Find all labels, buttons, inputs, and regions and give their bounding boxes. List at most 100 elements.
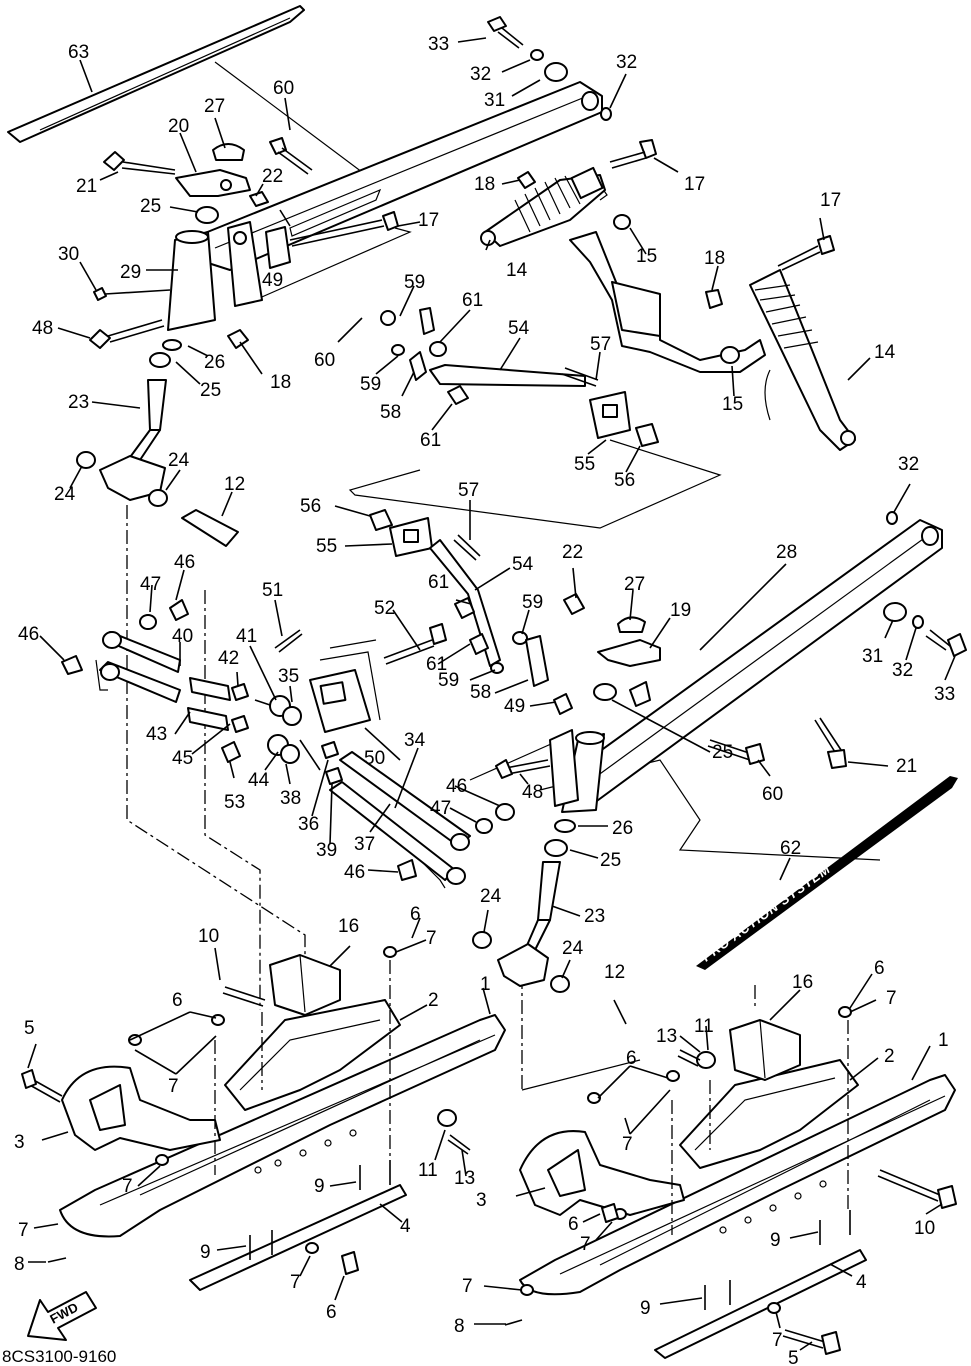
callout-9: 9 <box>314 1176 325 1197</box>
callout-7: 7 <box>580 1234 591 1255</box>
callout-19: 19 <box>670 600 691 621</box>
callout-numbers: 63 60 27 20 21 22 25 30 29 48 26 18 25 2… <box>14 34 955 1366</box>
callout-16: 16 <box>338 916 359 937</box>
callout-9: 9 <box>770 1230 781 1251</box>
leader-lines <box>27 37 956 1351</box>
callout-33: 33 <box>428 34 449 55</box>
callout-31: 31 <box>862 646 883 667</box>
shock-absorbers <box>480 139 856 451</box>
callout-51: 51 <box>262 580 283 601</box>
callout-4: 4 <box>400 1216 411 1237</box>
callout-6: 6 <box>874 958 885 979</box>
callout-57: 57 <box>458 480 479 501</box>
callout-31: 31 <box>484 90 505 111</box>
callout-47: 47 <box>430 798 451 819</box>
callout-49: 49 <box>504 696 525 717</box>
callout-17: 17 <box>418 210 439 231</box>
callout-44: 44 <box>248 770 270 791</box>
callout-54: 54 <box>508 318 530 339</box>
callout-11: 11 <box>694 1016 714 1037</box>
callout-7: 7 <box>622 1134 633 1155</box>
callout-45: 45 <box>172 748 193 769</box>
callout-12: 12 <box>224 474 245 495</box>
right-ski-assembly <box>504 1006 957 1359</box>
callout-1: 1 <box>480 974 491 995</box>
callout-56: 56 <box>300 496 321 517</box>
callout-42: 42 <box>218 648 239 669</box>
callout-17: 17 <box>820 190 841 211</box>
callout-22: 22 <box>562 542 583 563</box>
callout-37: 37 <box>354 834 375 855</box>
callout-59: 59 <box>404 272 425 293</box>
callout-18: 18 <box>270 372 291 393</box>
callout-59: 59 <box>438 670 459 691</box>
callout-25: 25 <box>140 196 161 217</box>
callout-8: 8 <box>14 1254 25 1275</box>
callout-54: 54 <box>512 554 534 575</box>
callout-24: 24 <box>480 886 502 907</box>
callout-38: 38 <box>280 788 301 809</box>
callout-56: 56 <box>614 470 635 491</box>
callout-7: 7 <box>462 1276 473 1297</box>
callout-58: 58 <box>380 402 401 423</box>
assembly-outlines <box>126 61 881 1091</box>
callout-18: 18 <box>704 248 725 269</box>
lower-rail <box>472 511 967 993</box>
callout-61: 61 <box>462 290 483 311</box>
callout-9: 9 <box>640 1298 651 1319</box>
callout-7: 7 <box>18 1220 29 1241</box>
callout-12: 12 <box>604 962 625 983</box>
callout-10: 10 <box>198 926 219 947</box>
decal-63 <box>7 5 305 143</box>
callout-55: 55 <box>574 454 595 475</box>
callout-11: 11 <box>418 1160 438 1181</box>
callout-22: 22 <box>262 166 283 187</box>
callout-26: 26 <box>612 818 633 839</box>
callout-35: 35 <box>278 666 299 687</box>
callout-61: 61 <box>420 430 441 451</box>
callout-25: 25 <box>712 742 733 763</box>
callout-40: 40 <box>172 626 193 647</box>
callout-8: 8 <box>454 1316 465 1337</box>
callout-7: 7 <box>290 1272 301 1293</box>
callout-49: 49 <box>262 270 283 291</box>
decal-62: PRO ACTION SYSTEM <box>696 776 958 970</box>
callout-2: 2 <box>428 990 439 1011</box>
callout-55: 55 <box>316 536 337 557</box>
callout-7: 7 <box>886 988 897 1009</box>
callout-61: 61 <box>428 572 449 593</box>
callout-18: 18 <box>474 174 495 195</box>
callout-32: 32 <box>898 454 919 475</box>
callout-7: 7 <box>772 1330 783 1351</box>
callout-25: 25 <box>600 850 621 871</box>
control-arms <box>61 509 515 889</box>
callout-41: 41 <box>236 626 257 647</box>
callout-29: 29 <box>120 262 141 283</box>
callout-52: 52 <box>374 598 395 619</box>
callout-6: 6 <box>326 1302 337 1323</box>
callout-48: 48 <box>522 782 543 803</box>
callout-6: 6 <box>626 1048 637 1069</box>
callout-59: 59 <box>360 374 381 395</box>
callout-23: 23 <box>584 906 605 927</box>
callout-15: 15 <box>722 394 743 415</box>
callout-23: 23 <box>68 392 89 413</box>
callout-59: 59 <box>522 592 543 613</box>
callout-24: 24 <box>562 938 584 959</box>
callout-39: 39 <box>316 840 337 861</box>
callout-30: 30 <box>58 244 79 265</box>
callout-32: 32 <box>616 52 637 73</box>
drawing-code: 8CS3100-9160 <box>2 1347 116 1366</box>
callout-34: 34 <box>404 730 426 751</box>
callout-58: 58 <box>470 682 491 703</box>
callout-26: 26 <box>204 352 225 373</box>
callout-28: 28 <box>776 542 797 563</box>
callout-32: 32 <box>892 660 913 681</box>
callout-7: 7 <box>168 1076 179 1097</box>
callout-62: 62 <box>780 838 801 859</box>
callout-24: 24 <box>54 484 76 505</box>
fwd-arrow: FWD <box>27 1291 97 1341</box>
callout-50: 50 <box>364 748 385 769</box>
callout-48: 48 <box>32 318 53 339</box>
callout-46: 46 <box>344 862 365 883</box>
